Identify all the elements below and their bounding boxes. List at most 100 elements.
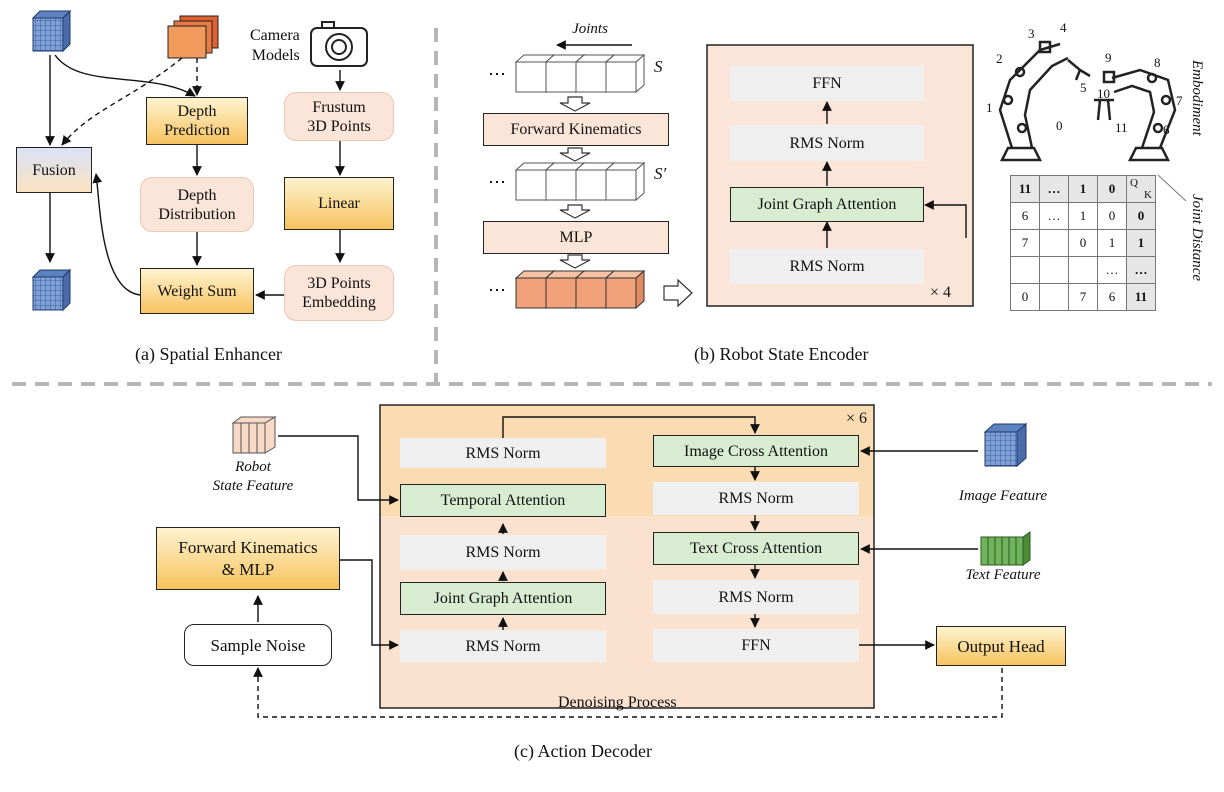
spatial-enhancer-caption: (a) Spatial Enhancer: [135, 344, 282, 364]
table-header-cell: 1: [1068, 175, 1098, 203]
table-cell: 0: [1010, 283, 1040, 311]
corner-q-label: Q: [1130, 177, 1138, 189]
svg-text:⋯: ⋯: [488, 172, 506, 192]
image-cross-attention-block: Image Cross Attention: [653, 435, 859, 467]
robot-state-feature-label: Robot State Feature: [212, 459, 294, 494]
camera-models-label: Camera Models: [250, 27, 300, 64]
text-feature-icon: [980, 531, 1031, 566]
encoder-rms-norm-bottom: RMS Norm: [730, 249, 924, 284]
table-header-cell: 0: [1097, 175, 1127, 203]
output-head-block: Output Head: [936, 626, 1066, 666]
svg-text:⋯: ⋯: [488, 64, 506, 84]
decoder-repeat-label: × 6: [846, 410, 868, 427]
joint-number-10: 10: [1097, 86, 1110, 101]
image-feature-cube-icon: [983, 422, 1028, 468]
depth-prediction-block: Depth Prediction: [146, 97, 248, 145]
table-cell: 7: [1068, 283, 1098, 311]
table-row-key: 11: [1126, 283, 1156, 311]
text-feature-label: Text Feature: [965, 567, 1041, 583]
decoder-rms-norm-5: RMS Norm: [653, 580, 859, 614]
table-row-key: 1: [1126, 229, 1156, 257]
joint-token-row-s-prime: [514, 161, 646, 202]
robot-state-feature-icon: [231, 416, 277, 454]
table-cell: [1039, 256, 1069, 284]
weight-sum-block: Weight Sum: [140, 268, 254, 314]
input-feature-cube-icon: [31, 9, 72, 53]
temporal-attention-block: Temporal Attention: [400, 484, 606, 517]
encoder-rms-norm-top: RMS Norm: [730, 125, 924, 161]
table-row: 6 … 1 0 0: [1010, 202, 1156, 230]
linear-block: Linear: [284, 177, 394, 230]
joint-distance-label: Joint Distance: [1189, 194, 1205, 282]
table-row: 0 7 6 11: [1010, 283, 1156, 311]
table-cell: 0: [1068, 229, 1098, 257]
table-cell: [1010, 256, 1040, 284]
decoder-rms-norm-2: RMS Norm: [400, 535, 606, 570]
output-feature-cube-icon: [31, 268, 72, 312]
table-cell: [1039, 229, 1069, 257]
robot-state-encoder-caption: (b) Robot State Encoder: [694, 344, 869, 364]
image-feature-label: Image Feature: [958, 488, 1048, 504]
joint-token-row-embedded: [514, 269, 646, 310]
table-row: 7 0 1 1: [1010, 229, 1156, 257]
text-cross-attention-block: Text Cross Attention: [653, 532, 859, 565]
encoder-joint-graph-attention: Joint Graph Attention: [730, 187, 924, 222]
decoder-joint-graph-attention: Joint Graph Attention: [400, 582, 606, 615]
joint-distance-table: 11 … 1 0 Q K 6 … 1 0 0 7 0 1 1 … … 0 7 6…: [1010, 175, 1156, 311]
decoder-ffn-block: FFN: [653, 629, 859, 662]
hollow-right-arrow: [663, 278, 693, 308]
corner-k-label: K: [1144, 189, 1152, 201]
table-header-cell: 11: [1010, 175, 1040, 203]
s-prime-label: S′: [654, 164, 667, 183]
frustum-3d-points-block: Frustum 3D Points: [284, 92, 394, 141]
joint-number-11: 11: [1115, 120, 1128, 135]
table-cell: [1068, 256, 1098, 284]
forward-kinematics-mlp-block: Forward Kinematics & MLP: [156, 527, 340, 590]
sample-noise-block: Sample Noise: [184, 624, 332, 666]
joint-number-4: 4: [1060, 20, 1067, 35]
joint-number-6: 6: [1163, 122, 1170, 137]
forward-kinematics-block: Forward Kinematics: [483, 113, 669, 146]
encoder-ffn-block: FFN: [730, 66, 924, 101]
table-cell: 6: [1010, 202, 1040, 230]
joint-number-3: 3: [1028, 26, 1035, 41]
joint-token-row-s: [514, 53, 646, 94]
robot-arm-right-icon: [1094, 68, 1177, 162]
table-row-key: …: [1126, 256, 1156, 284]
table-cell: …: [1039, 202, 1069, 230]
joint-number-1: 1: [986, 100, 993, 115]
table-cell: 1: [1068, 202, 1098, 230]
table-cell: 0: [1097, 202, 1127, 230]
table-header-cell: …: [1039, 175, 1069, 203]
joint-number-7: 7: [1176, 93, 1183, 108]
table-cell: 1: [1097, 229, 1127, 257]
joint-number-9: 9: [1105, 50, 1112, 65]
robot-arm-left-icon: [998, 40, 1091, 162]
table-cell: 7: [1010, 229, 1040, 257]
flow-down-arrows: [559, 96, 693, 308]
camera-icon: [310, 21, 368, 67]
table-cell: [1039, 283, 1069, 311]
joint-number-2: 2: [996, 51, 1003, 66]
decoder-rms-norm-1: RMS Norm: [400, 438, 606, 468]
joint-number-0: 0: [1056, 118, 1063, 133]
table-cell: …: [1097, 256, 1127, 284]
depth-distribution-block: Depth Distribution: [140, 177, 254, 232]
table-header-row: 11 … 1 0 Q K: [1010, 175, 1156, 203]
fusion-block: Fusion: [16, 147, 92, 193]
table-row: … …: [1010, 256, 1156, 284]
svg-text:⋯: ⋯: [488, 280, 506, 300]
action-decoder-caption: (c) Action Decoder: [514, 741, 652, 761]
embodiment-label: Embodiment: [1189, 60, 1205, 136]
joints-label: Joints: [572, 21, 608, 37]
decoder-rms-norm-4: RMS Norm: [653, 482, 859, 515]
s-label: S: [654, 57, 663, 76]
table-cell: 6: [1097, 283, 1127, 311]
encoder-repeat-label: × 4: [930, 284, 952, 301]
3d-points-embedding-block: 3D Points Embedding: [284, 265, 394, 321]
table-corner-cell: Q K: [1126, 175, 1156, 203]
decoder-rms-norm-3: RMS Norm: [400, 630, 606, 662]
image-stack-icon: [167, 15, 219, 59]
joint-number-5: 5: [1080, 80, 1087, 95]
